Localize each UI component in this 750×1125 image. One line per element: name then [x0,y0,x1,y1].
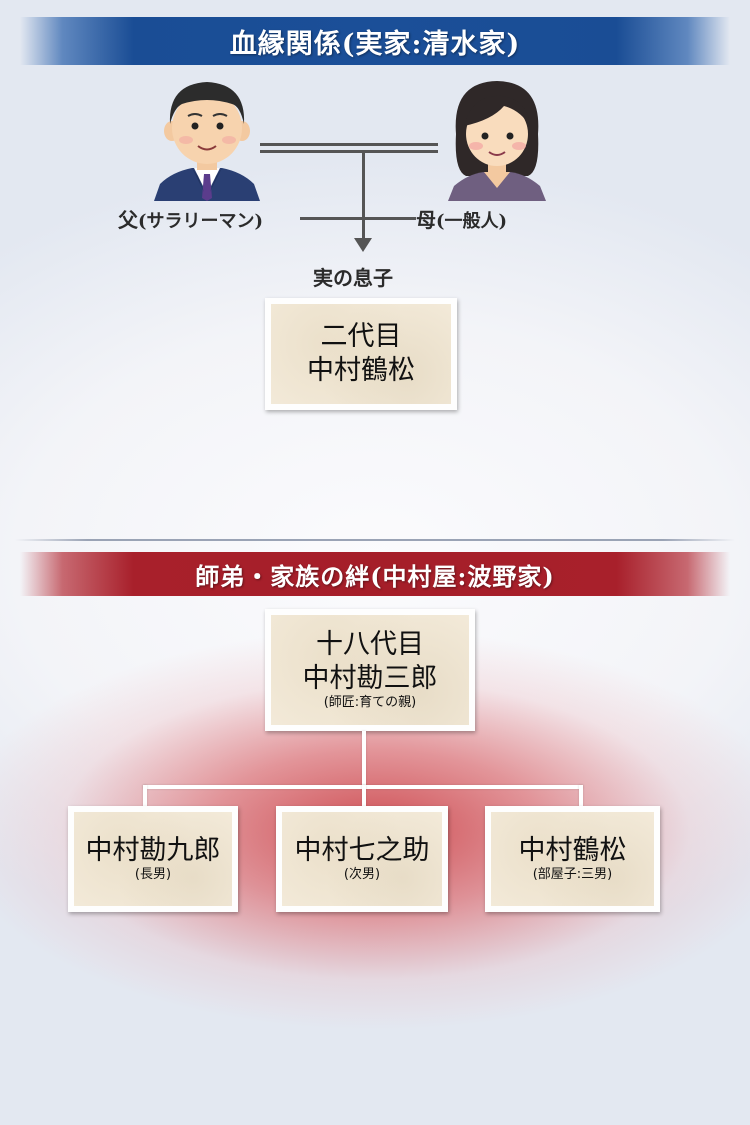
marriage-line-lower [260,150,438,153]
marriage-line-upper [260,143,438,146]
card-name: 中村鶴松 [518,834,627,866]
section-title: 血縁関係(実家:清水家) [229,28,521,60]
section-header-master-disciple: 師弟・家族の絆(中村屋:波野家) [20,552,730,596]
card-name: 中村勘九郎 [85,834,221,866]
card-nakamura-kanzaburo: 十八代目 中村勘三郎 (師匠:育ての親) [265,609,475,731]
tree-center-drop [362,785,366,807]
tree-right-drop [579,785,583,807]
tree-left-drop [143,785,147,807]
card-name: 中村七之助 [294,834,430,866]
card-nakamura-shichinosuke: 中村七之助 (次男) [276,806,448,912]
mother-label: 母(一般人) [416,208,508,232]
father-label: 父(サラリーマン) [118,208,264,232]
card-line1: 十八代目 [316,628,424,660]
card-nakamura-tsurumatsu: 中村鶴松 (部屋子:三男) [485,806,660,912]
card-nakamura-kankuro: 中村勘九郎 (長男) [68,806,238,912]
section-header-blood-relations: 血縁関係(実家:清水家) [20,17,730,65]
father-icon [152,76,262,201]
card-nakamura-tsurumatsu-ii: 二代目 中村鶴松 [265,298,457,410]
child-relation-label: 実の息子 [313,266,393,290]
mother-icon [442,76,552,201]
section-title: 師弟・家族の絆(中村屋:波野家) [195,561,555,591]
card-line2: 中村勘三郎 [302,662,438,694]
tree-trunk-line [362,731,366,787]
card-line1: 二代目 [320,321,402,353]
card-note: (長男) [134,867,172,883]
parent-connector-line [300,217,416,220]
card-note: (部屋子:三男) [532,867,613,883]
card-note: (次男) [343,867,381,883]
section-divider [15,539,735,541]
card-line2: 中村鶴松 [307,355,415,386]
card-note: (師匠:育ての親) [323,695,417,711]
descent-line [362,150,365,240]
arrow-down-icon [354,238,372,252]
